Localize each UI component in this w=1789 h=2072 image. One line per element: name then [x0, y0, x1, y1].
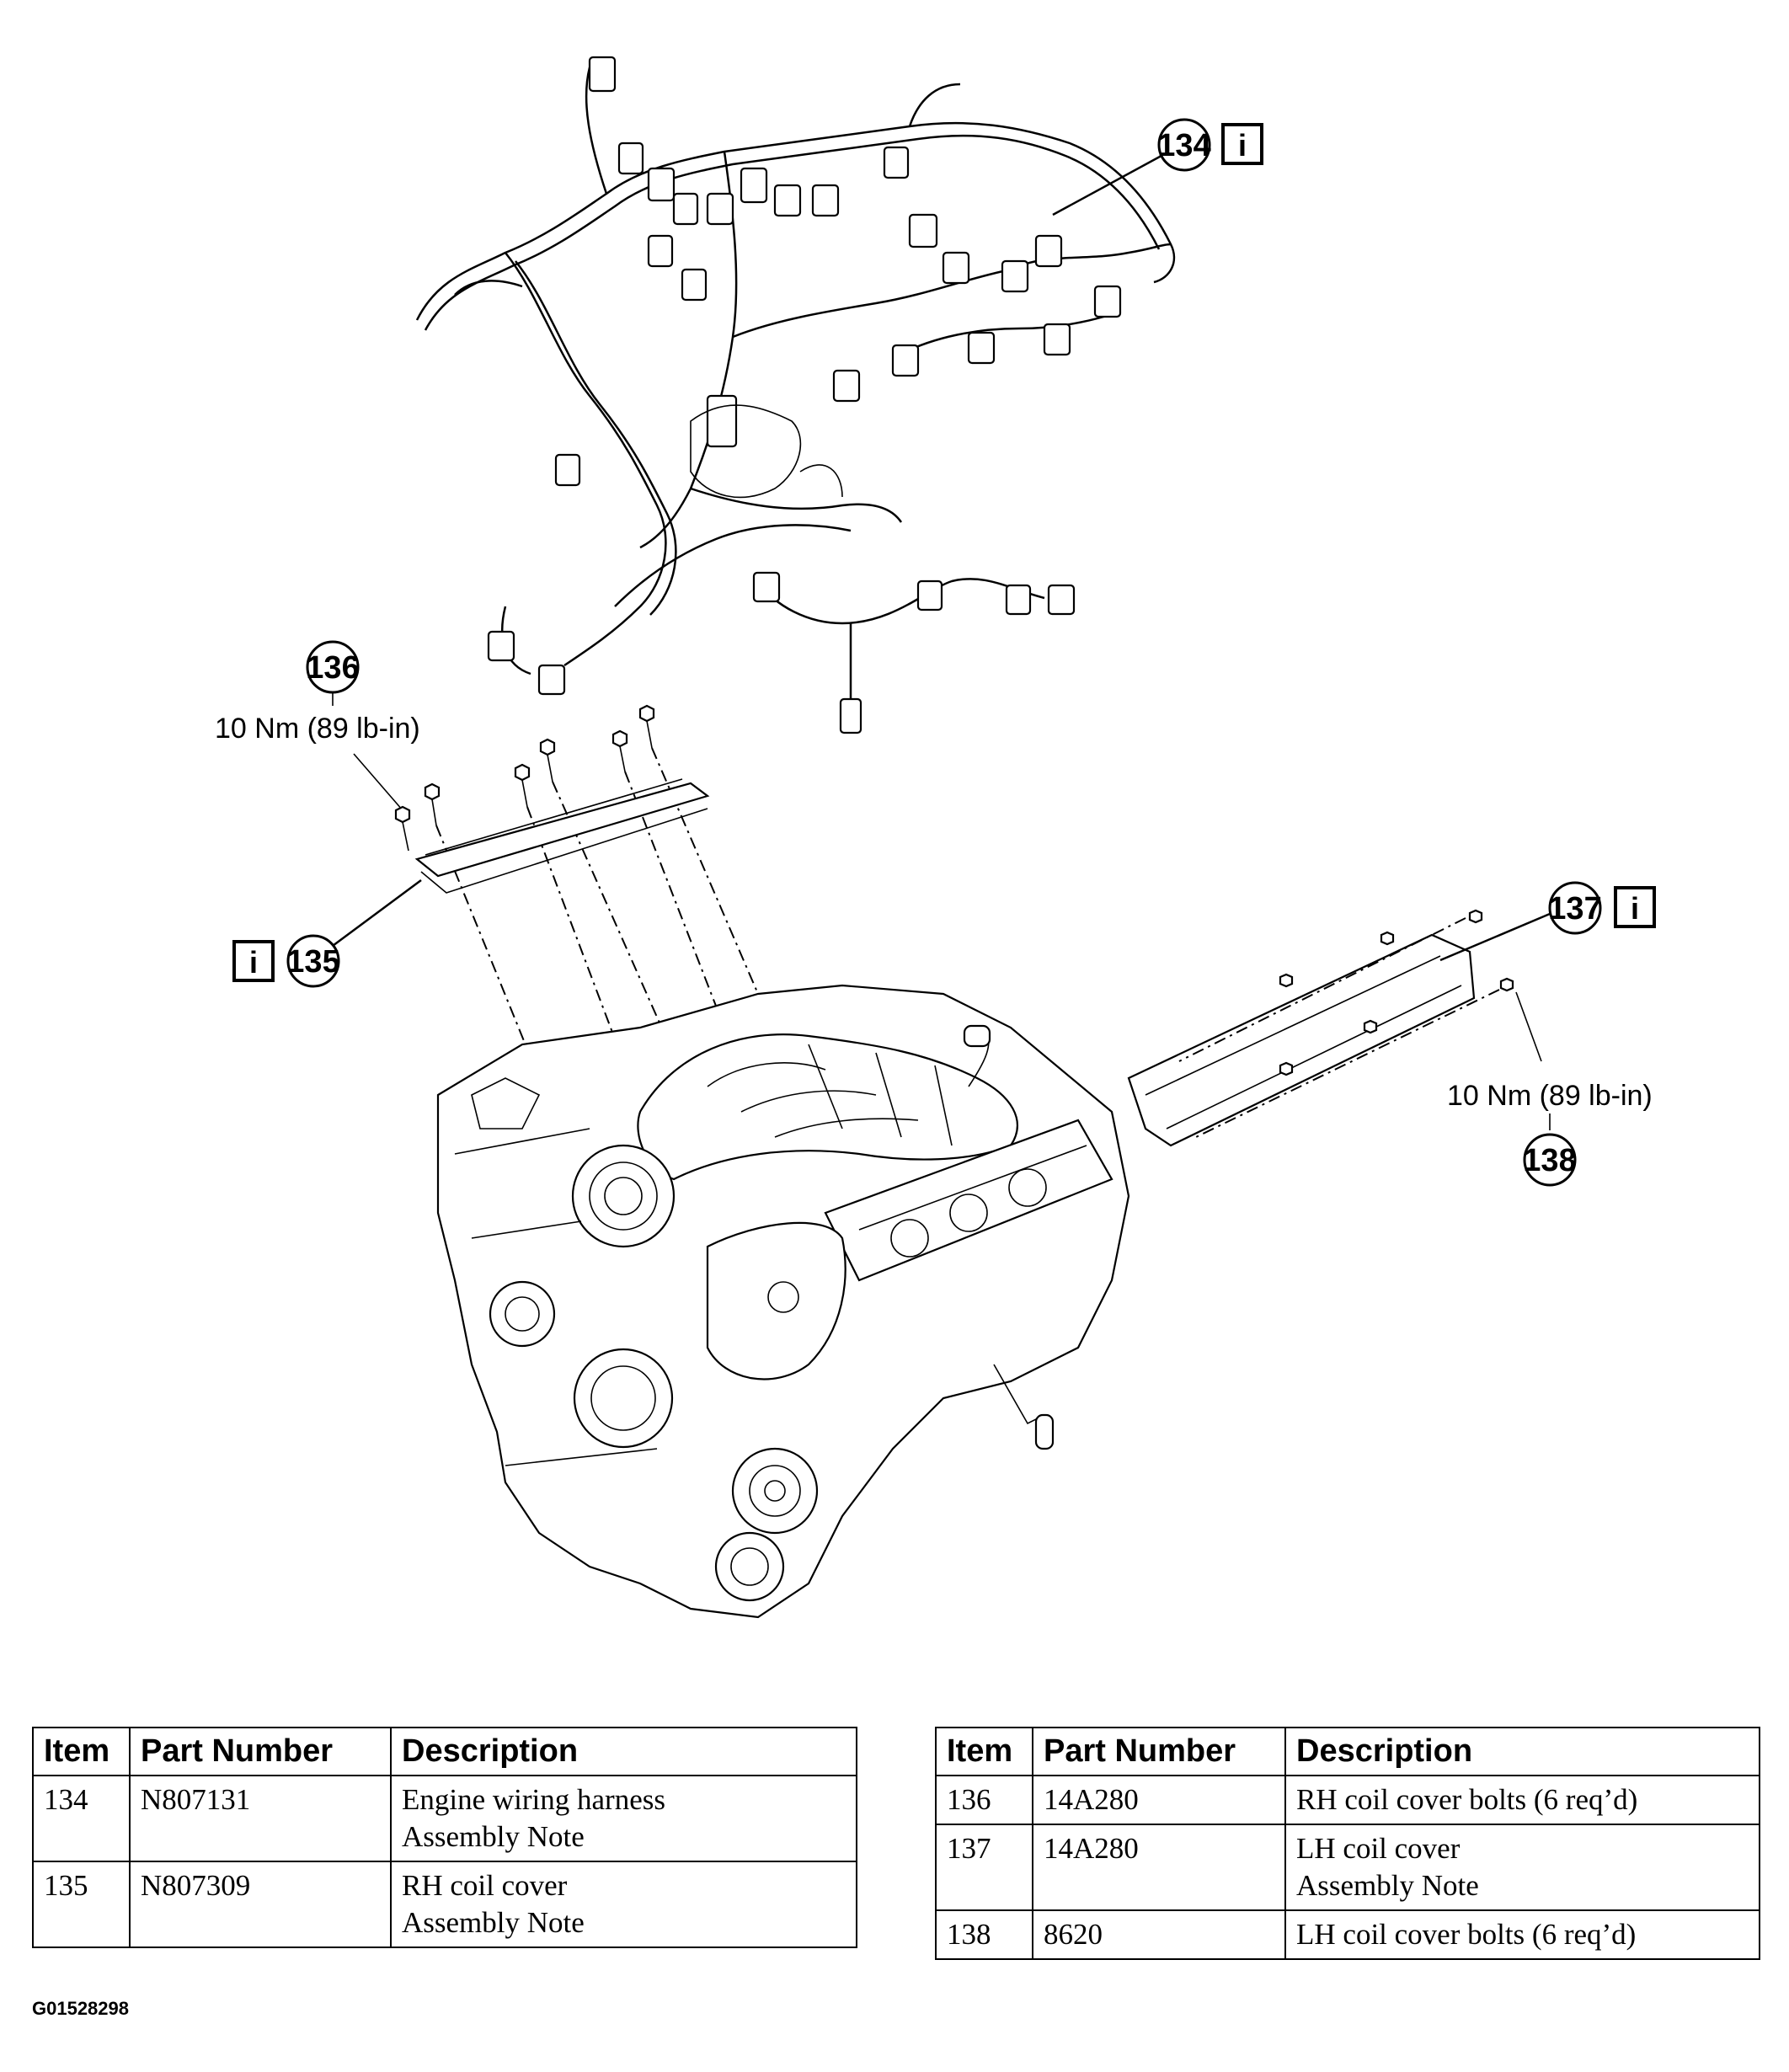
header-part-number: Part Number	[129, 1727, 392, 1776]
table-row: 134 N807131 Engine wiring harness Assemb…	[32, 1775, 857, 1862]
callout-136: 136 10 Nm (89 lb-in)	[215, 640, 420, 811]
part-number-cell: 8620	[1032, 1909, 1286, 1960]
description-cell: Engine wiring harness Assembly Note	[390, 1775, 857, 1862]
description-line: LH coil cover bolts (6 req’d)	[1296, 1918, 1637, 1951]
torque-spec-136: 10 Nm (89 lb-in)	[215, 713, 420, 745]
lh-coil-cover	[1127, 933, 1476, 1147]
part-number-cell: 14A280	[1032, 1824, 1286, 1911]
callout-138: 10 Nm (89 lb-in) 138	[1447, 991, 1653, 1187]
assembly-note-line: Assembly Note	[1296, 1869, 1479, 1902]
callout-137: 137 i	[1439, 881, 1656, 962]
engine-wiring-harness	[415, 56, 1176, 734]
description-cell: RH coil cover bolts (6 req’d)	[1284, 1775, 1760, 1825]
callout-134: 134 i	[1052, 118, 1263, 216]
info-icon: i	[1631, 891, 1639, 926]
parts-table-left: Item Part Number Description 134 N807131…	[32, 1727, 857, 1948]
header-description: Description	[1284, 1727, 1760, 1776]
callout-137-number: 137	[1548, 891, 1601, 927]
lh-coil-cover-bolts	[1178, 909, 1514, 1138]
description-line: Engine wiring harness	[402, 1783, 665, 1816]
description-cell: RH coil cover Assembly Note	[390, 1861, 857, 1948]
callout-136-number: 136	[306, 650, 359, 686]
assembly-note-line: Assembly Note	[402, 1906, 585, 1939]
header-item: Item	[32, 1727, 131, 1776]
rh-coil-cover-bolts	[394, 704, 759, 1079]
parts-table-right: Item Part Number Description 136 14A280 …	[935, 1727, 1760, 1960]
callout-135-number: 135	[286, 944, 339, 980]
exploded-view-diagram: 134 i 136 10 Nm (89 lb-in) i 135	[215, 56, 1656, 1619]
engine-assembly	[436, 984, 1130, 1619]
table-row: 135 N807309 RH coil cover Assembly Note	[32, 1861, 857, 1948]
table-row: 136 14A280 RH coil cover bolts (6 req’d)	[935, 1775, 1760, 1825]
callout-134-number: 134	[1157, 128, 1210, 163]
assembly-note-line: Assembly Note	[402, 1820, 585, 1853]
rh-coil-cover	[414, 778, 710, 894]
item-cell: 135	[32, 1861, 131, 1948]
description-line: RH coil cover bolts (6 req’d)	[1296, 1783, 1638, 1816]
description-cell: LH coil cover Assembly Note	[1284, 1824, 1760, 1911]
item-cell: 138	[935, 1909, 1033, 1960]
part-number-cell: 14A280	[1032, 1775, 1286, 1825]
part-number-cell: N807309	[129, 1861, 392, 1948]
header-part-number: Part Number	[1032, 1727, 1286, 1776]
item-cell: 137	[935, 1824, 1033, 1911]
description-line: RH coil cover	[402, 1869, 568, 1902]
part-number-cell: N807131	[129, 1775, 392, 1862]
table-row: 137 14A280 LH coil cover Assembly Note	[935, 1824, 1760, 1911]
callout-135: i 135	[232, 878, 422, 988]
description-cell: LH coil cover bolts (6 req’d)	[1284, 1909, 1760, 1960]
table-header-row: Item Part Number Description	[935, 1727, 1760, 1776]
table-header-row: Item Part Number Description	[32, 1727, 857, 1776]
item-cell: 136	[935, 1775, 1033, 1825]
torque-spec-138: 10 Nm (89 lb-in)	[1447, 1080, 1653, 1112]
table-row: 138 8620 LH coil cover bolts (6 req’d)	[935, 1909, 1760, 1960]
description-line: LH coil cover	[1296, 1832, 1461, 1865]
item-cell: 134	[32, 1775, 131, 1862]
info-icon: i	[1238, 128, 1247, 163]
header-item: Item	[935, 1727, 1033, 1776]
callout-138-number: 138	[1523, 1143, 1576, 1178]
info-icon: i	[249, 945, 258, 980]
figure-code: G01528298	[32, 1998, 129, 2019]
header-description: Description	[390, 1727, 857, 1776]
